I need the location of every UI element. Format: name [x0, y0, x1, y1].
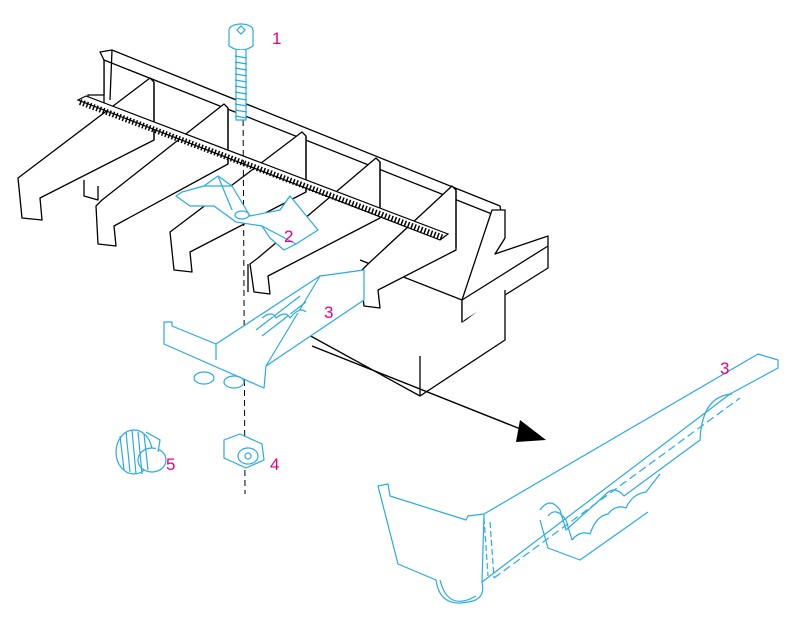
callout-3-detail: 3 [720, 359, 729, 378]
assembly-axis [242, 99, 246, 495]
clamp [175, 175, 319, 251]
detail-arrow [311, 345, 546, 442]
callout-4: 4 [270, 455, 279, 474]
callout-2: 2 [284, 227, 293, 246]
callout-1: 1 [272, 29, 281, 48]
slider-bar [163, 269, 365, 389]
slider-bar-detail [377, 353, 779, 604]
screw [228, 23, 254, 121]
comb-teeth [76, 95, 450, 241]
fin-5 [359, 185, 457, 309]
knob [115, 429, 167, 475]
callout-5: 5 [166, 455, 175, 474]
callout-3: 3 [324, 303, 333, 322]
nut [223, 433, 265, 469]
callout-labels: 1 2 3 4 5 3 [166, 29, 729, 474]
